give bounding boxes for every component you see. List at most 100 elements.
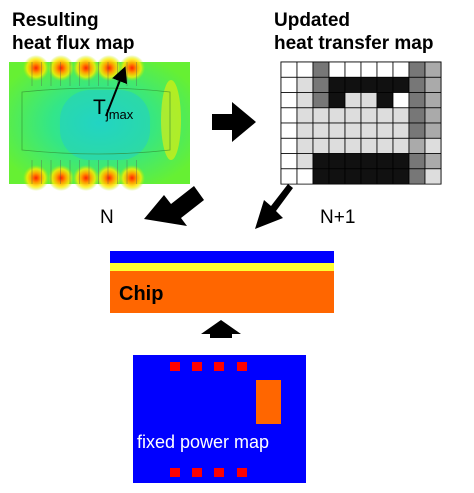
transfer-grid-cell — [296, 153, 314, 170]
transfer-grid-cell — [392, 168, 410, 185]
transfer-grid-cell — [376, 61, 394, 78]
transfer-grid-cell — [328, 107, 346, 124]
transfer-grid-cell — [424, 137, 442, 155]
transfer-grid-cell — [312, 137, 330, 155]
transfer-grid-cell — [344, 122, 362, 139]
transfer-grid-cell — [360, 153, 378, 170]
power-hotspot-top — [170, 362, 180, 371]
transfer-grid-cell — [296, 168, 314, 185]
tjmax-label: Tjmax — [93, 96, 133, 122]
flux-contour-loop — [21, 87, 171, 155]
transfer-grid-cell — [360, 168, 378, 185]
transfer-grid-cell — [344, 168, 362, 185]
transfer-grid-cell — [424, 107, 442, 124]
flux-hotspot-top — [119, 55, 145, 81]
transfer-grid-cell — [328, 168, 346, 185]
transfer-grid-cell — [312, 122, 330, 139]
transfer-grid-cell — [312, 153, 330, 170]
iteration-n-plus-1-label: N+1 — [320, 207, 356, 228]
power-hotspot-bottom — [170, 468, 180, 477]
right-arrow — [212, 102, 256, 142]
transfer-grid-cell — [392, 153, 410, 170]
transfer-grid-cell — [408, 168, 426, 185]
transfer-grid-cell — [312, 92, 330, 109]
transfer-grid-cell — [296, 122, 314, 139]
down-left-arrow — [255, 184, 293, 229]
transfer-title-line1: Updated — [274, 10, 350, 31]
flux-hotspot-bottom — [119, 165, 145, 191]
transfer-grid-cell — [376, 137, 394, 155]
transfer-grid-cell — [376, 107, 394, 124]
transfer-grid-cell — [280, 107, 298, 124]
transfer-grid-cell — [408, 153, 426, 170]
transfer-grid-cell — [296, 107, 314, 124]
transfer-grid-cell — [408, 76, 426, 94]
chip-label: Chip — [119, 283, 164, 305]
transfer-grid-cell — [312, 61, 330, 78]
transfer-grid-cell — [280, 168, 298, 185]
transfer-grid-cell — [344, 137, 362, 155]
flux-contour-lines — [21, 62, 171, 184]
transfer-grid-cell — [296, 76, 314, 94]
transfer-grid-cell — [344, 92, 362, 109]
chip-middle-layer — [110, 263, 334, 271]
tjmax-main: T — [93, 96, 106, 119]
transfer-grid-cell — [328, 137, 346, 155]
transfer-grid-cell — [328, 122, 346, 139]
chip-body — [110, 271, 334, 313]
flux-hotspot-top — [48, 55, 74, 81]
transfer-grid-cell — [424, 122, 442, 139]
chip-top-layer — [110, 251, 334, 263]
transfer-grid-cell — [360, 61, 378, 78]
transfer-grid-cell — [344, 76, 362, 94]
transfer-grid-cell — [360, 137, 378, 155]
transfer-grid-cell — [312, 168, 330, 185]
transfer-grid-cell — [376, 76, 394, 94]
flux-map-center — [60, 90, 150, 160]
transfer-grid-cell — [376, 153, 394, 170]
transfer-grid-cell — [392, 137, 410, 155]
up-arrow — [201, 320, 241, 338]
up-left-arrow — [144, 186, 204, 226]
transfer-grid-cell — [360, 92, 378, 109]
flux-title-line2: heat flux map — [12, 33, 135, 54]
transfer-grid-cell — [408, 122, 426, 139]
transfer-grid-cell — [424, 61, 442, 78]
transfer-grid-cell — [376, 168, 394, 185]
transfer-grid-cell — [408, 107, 426, 124]
transfer-grid-cell — [408, 92, 426, 109]
tjmax-pointer — [105, 66, 128, 117]
flux-hotspot-top — [96, 55, 122, 81]
transfer-grid-cell — [328, 153, 346, 170]
transfer-grid-cell — [392, 76, 410, 94]
power-hotspot-top — [214, 362, 224, 371]
transfer-grid-cell — [376, 92, 394, 109]
transfer-title-line2: heat transfer map — [274, 33, 434, 54]
transfer-grid-cell — [408, 61, 426, 78]
transfer-grid-cell — [376, 122, 394, 139]
transfer-grid-cell — [280, 92, 298, 109]
flux-hotspot-bottom — [48, 165, 74, 191]
power-block — [256, 380, 281, 424]
flux-hotspot-bottom — [73, 165, 99, 191]
iteration-n-label: N — [100, 207, 114, 228]
flux-hotspot-bottom — [23, 165, 49, 191]
flux-hotspot-side — [161, 80, 181, 160]
transfer-grid-cell — [296, 92, 314, 109]
transfer-grid-cell — [424, 76, 442, 94]
tjmax-sub: jmax — [105, 107, 134, 123]
power-hotspot-top — [192, 362, 202, 371]
transfer-grid-cell — [360, 76, 378, 94]
flux-map-title: Resulting heat flux map — [12, 9, 134, 55]
transfer-grid-cell — [344, 153, 362, 170]
transfer-grid-cell — [280, 137, 298, 155]
transfer-grid-cell — [296, 61, 314, 78]
heat-transfer-map — [280, 61, 442, 185]
power-hotspot-bottom — [214, 468, 224, 477]
transfer-map-title: Updated heat transfer map — [274, 9, 433, 55]
transfer-grid-cell — [312, 76, 330, 94]
transfer-grid-cell — [424, 92, 442, 109]
transfer-grid-cell — [296, 137, 314, 155]
transfer-grid-cell — [392, 92, 410, 109]
